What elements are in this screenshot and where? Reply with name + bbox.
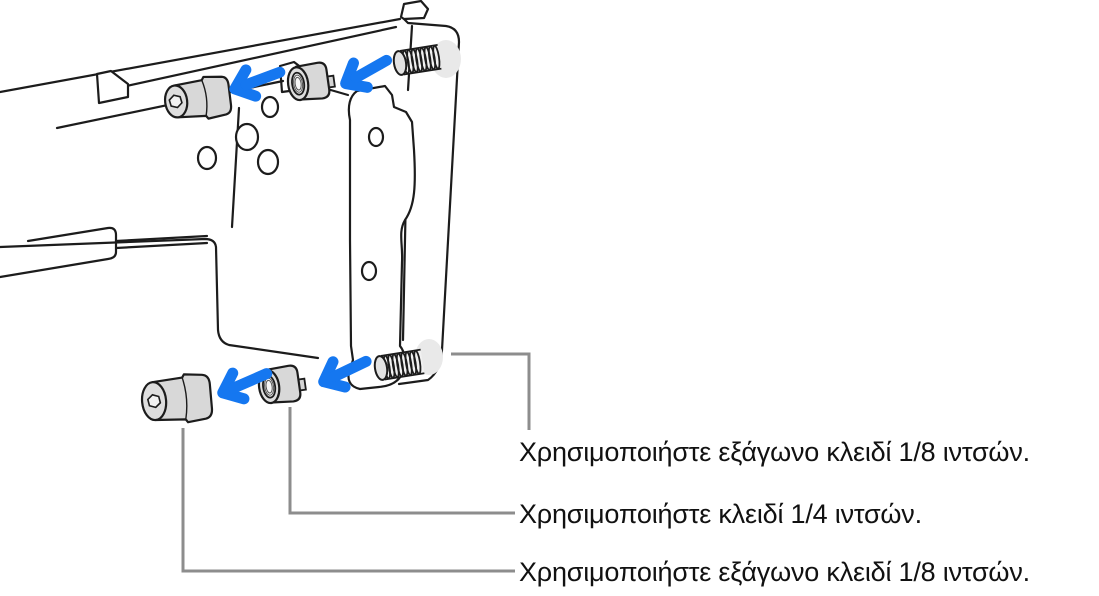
callout-hex-key-bottom: Χρησιμοποιήστε εξάγωνο κλειδί 1/8 ιντσών… bbox=[519, 557, 1030, 587]
callout-leader-lines bbox=[181, 352, 531, 573]
callout-wrench-quarter-inch: Χρησιμοποιήστε κλειδί 1/4 ιντσών. bbox=[519, 499, 922, 529]
left-arrow-icon bbox=[217, 367, 273, 405]
leader-line-stud bbox=[451, 352, 531, 430]
threaded-nut-bottom bbox=[257, 364, 307, 405]
insert-direction-arrows bbox=[217, 54, 393, 405]
callout-hex-key-top: Χρησιμοποιήστε εξάγωνο κλειδί 1/8 ιντσών… bbox=[519, 437, 1030, 467]
threaded-nut-top bbox=[286, 61, 336, 102]
leader-line-screw bbox=[181, 428, 515, 573]
hex-socket-screw-top bbox=[163, 75, 233, 120]
leader-line-nut bbox=[288, 407, 515, 515]
left-arrow-icon bbox=[318, 355, 372, 393]
mounting-plate bbox=[0, 79, 350, 360]
threaded-stud-bottom bbox=[373, 339, 443, 381]
left-arrow-icon bbox=[229, 64, 286, 102]
left-arrow-icon bbox=[340, 54, 393, 93]
threaded-stud-top bbox=[392, 40, 461, 78]
hex-socket-screw-bottom bbox=[140, 373, 214, 424]
